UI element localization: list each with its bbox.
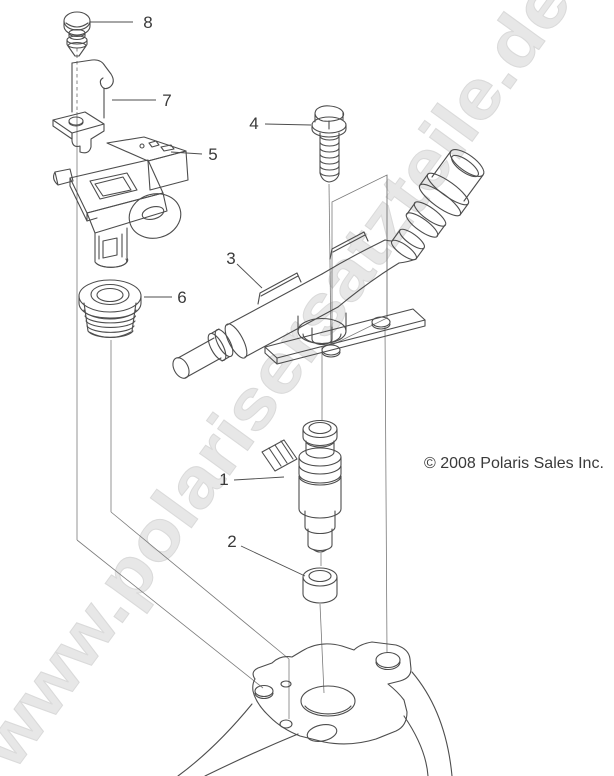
part-fuel-injector bbox=[261, 419, 342, 553]
part-bracket bbox=[52, 59, 114, 154]
callout-4: 4 bbox=[249, 114, 258, 133]
part-flange-bolt bbox=[311, 105, 347, 183]
part-manifold-flange bbox=[177, 641, 453, 776]
callout-5: 5 bbox=[208, 145, 217, 164]
part-push-screw bbox=[63, 11, 91, 57]
leader-lines bbox=[90, 21, 312, 577]
leader-line-2 bbox=[240, 545, 306, 577]
part-injector-seal bbox=[302, 567, 338, 604]
leader-line-4 bbox=[264, 123, 312, 126]
callout-7: 7 bbox=[162, 91, 171, 110]
callout-3: 3 bbox=[226, 249, 235, 268]
callout-2: 2 bbox=[227, 532, 236, 551]
callout-6: 6 bbox=[177, 288, 186, 307]
part-sensor bbox=[52, 136, 189, 268]
part-plug bbox=[78, 279, 142, 339]
leader-line-3 bbox=[236, 263, 263, 289]
callout-1: 1 bbox=[219, 470, 228, 489]
part-fuel-rail bbox=[172, 149, 485, 379]
leader-line-5 bbox=[170, 151, 203, 155]
copyright-text: © 2008 Polaris Sales Inc. bbox=[424, 455, 604, 472]
alignment-lines bbox=[76, 48, 388, 719]
callout-8: 8 bbox=[143, 13, 152, 32]
watermark-text: www.polarisersatzteile.de bbox=[0, 0, 586, 776]
leader-line-1 bbox=[233, 476, 285, 481]
callout-labels: 1 2 3 4 5 6 7 8 bbox=[143, 13, 258, 551]
